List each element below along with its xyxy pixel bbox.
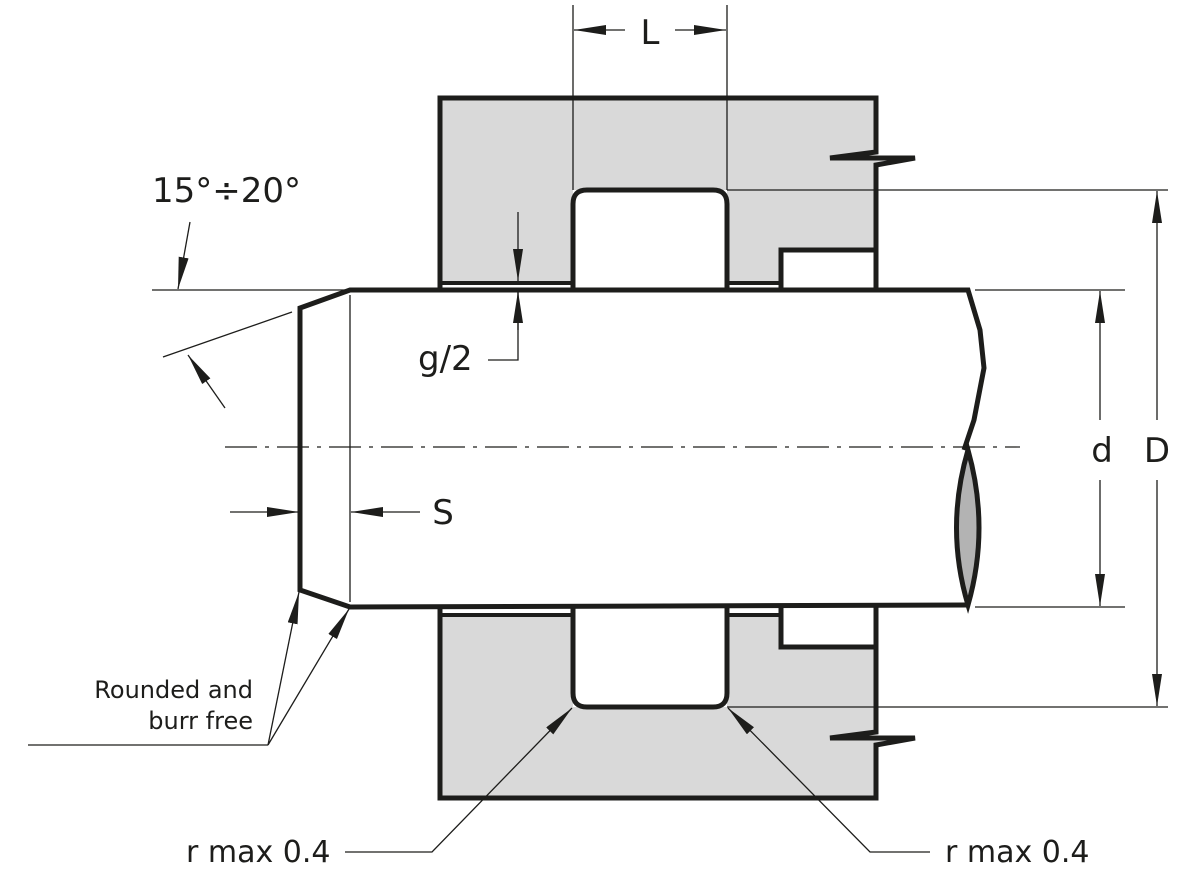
label-S: S [432,493,454,533]
label-r-left: r max 0.4 [186,835,330,870]
dimension-S: S [230,493,454,533]
note-rounded-burr-free: Rounded and burr free [28,591,350,746]
housing-top [437,95,916,290]
dimension-d: d [975,289,1125,608]
label-L: L [641,13,660,53]
label-angle: 15°÷20° [152,171,301,211]
label-rounded-line2: burr free [148,707,253,735]
label-r-right: r max 0.4 [945,835,1089,870]
label-d: d [1091,431,1113,471]
label-g2: g/2 [418,339,473,379]
dimension-L: L [572,5,728,190]
dimension-angle: 15°÷20° [152,171,345,409]
label-rounded-line1: Rounded and [94,676,253,704]
label-D: D [1144,431,1170,471]
note-radius-left: r max 0.4 [186,707,573,870]
note-radius-right: r max 0.4 [727,707,1089,870]
shaft [297,287,987,614]
housing-bottom [437,607,916,801]
dimension-D: D [727,189,1170,708]
dimension-g2: g/2 [418,212,523,379]
